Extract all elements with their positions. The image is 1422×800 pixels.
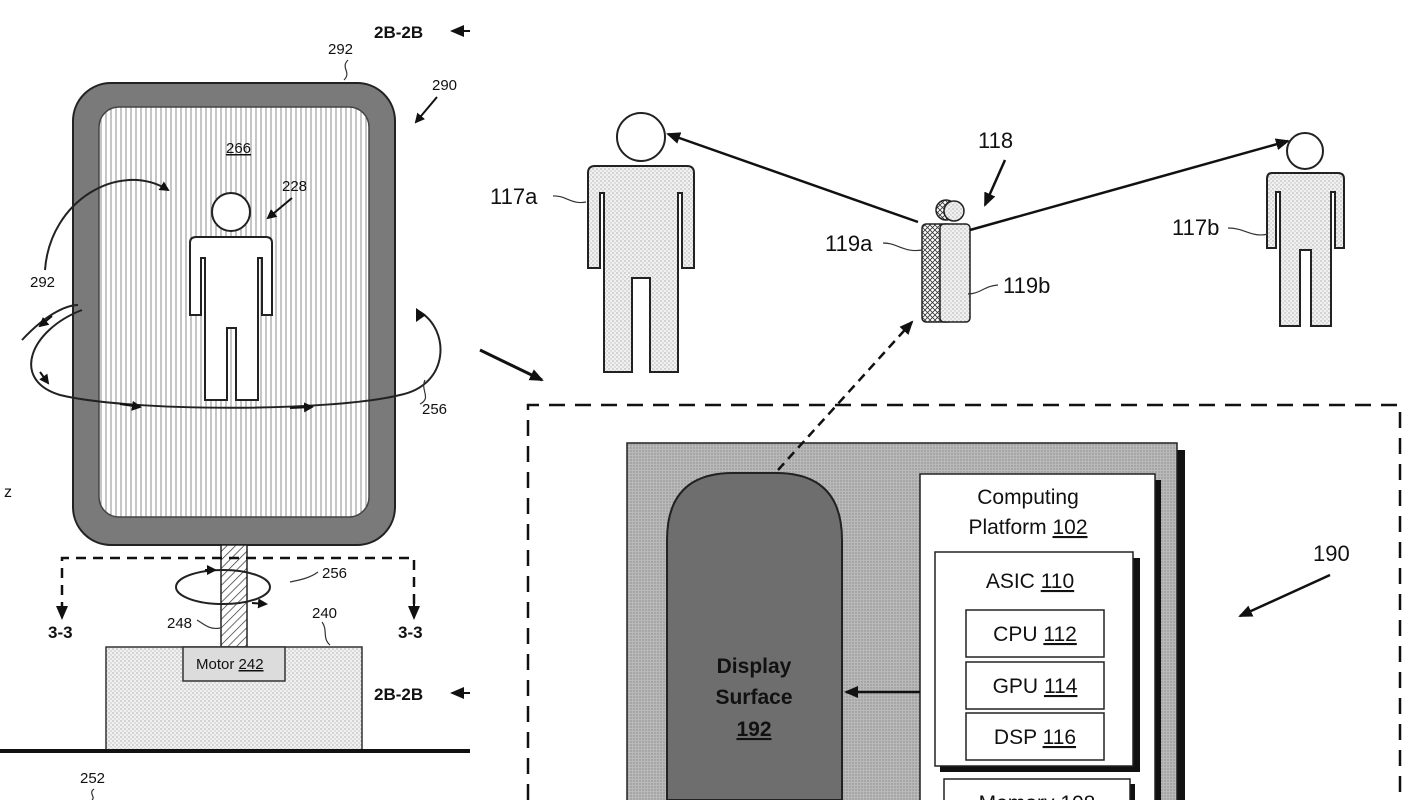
gpu-label: GPU 114 — [993, 675, 1078, 698]
motor-label: Motor 242 — [196, 656, 264, 673]
ref-248: 248 — [167, 615, 192, 632]
asic-label: ASIC 110 — [986, 570, 1074, 593]
ref-256-right: 256 — [422, 401, 447, 418]
ref-240: 240 — [312, 605, 337, 622]
section-label-top: 2B-2B — [374, 23, 423, 42]
section-label-left: 3-3 — [48, 623, 73, 642]
ref-117b: 117b — [1172, 215, 1219, 240]
display-surface-label-1: Display — [717, 655, 792, 678]
cpu-label: CPU 112 — [993, 623, 1077, 646]
ref-290: 290 — [432, 77, 457, 94]
memory-label: Memory 108 — [979, 792, 1096, 800]
arrow-to-117a — [668, 134, 918, 222]
ref-119a: 119a — [825, 231, 873, 256]
ref-228: 228 — [282, 178, 307, 195]
ref-190: 190 — [1313, 541, 1350, 566]
ref-292-top: 292 — [328, 41, 353, 58]
person-118-icon — [922, 200, 970, 322]
ref-266: 266 — [226, 140, 251, 157]
section-label-right: 3-3 — [398, 623, 423, 642]
ref-292-left: 292 — [30, 274, 55, 291]
shaft — [221, 545, 247, 647]
person-117a-icon — [588, 113, 694, 372]
ref-119b: 119b — [1003, 273, 1050, 298]
ref-252: 252 — [80, 770, 105, 787]
ref-117a: 117a — [490, 184, 538, 209]
arrow-to-117b — [970, 141, 1288, 230]
computing-platform-label-2: Platform 102 — [968, 516, 1087, 539]
axis-z: z — [4, 484, 12, 501]
display-surface-192 — [667, 473, 842, 800]
ref-118: 118 — [978, 128, 1013, 153]
display-surface-label-3: 192 — [736, 718, 771, 741]
left-figure: 2B-2B 2B-2B 3-3 3-3 292 290 266 228 292 … — [0, 23, 470, 800]
right-figure: 117a 117b 118 119a 119b 190 Computing Pl… — [480, 113, 1400, 800]
dsp-label: DSP 116 — [994, 726, 1076, 749]
section-label-bottom: 2B-2B — [374, 685, 423, 704]
person-117b-icon — [1267, 133, 1344, 326]
computing-platform-label-1: Computing — [977, 486, 1079, 509]
ref-256-shaft: 256 — [322, 565, 347, 582]
display-surface-label-2: Surface — [715, 686, 792, 709]
